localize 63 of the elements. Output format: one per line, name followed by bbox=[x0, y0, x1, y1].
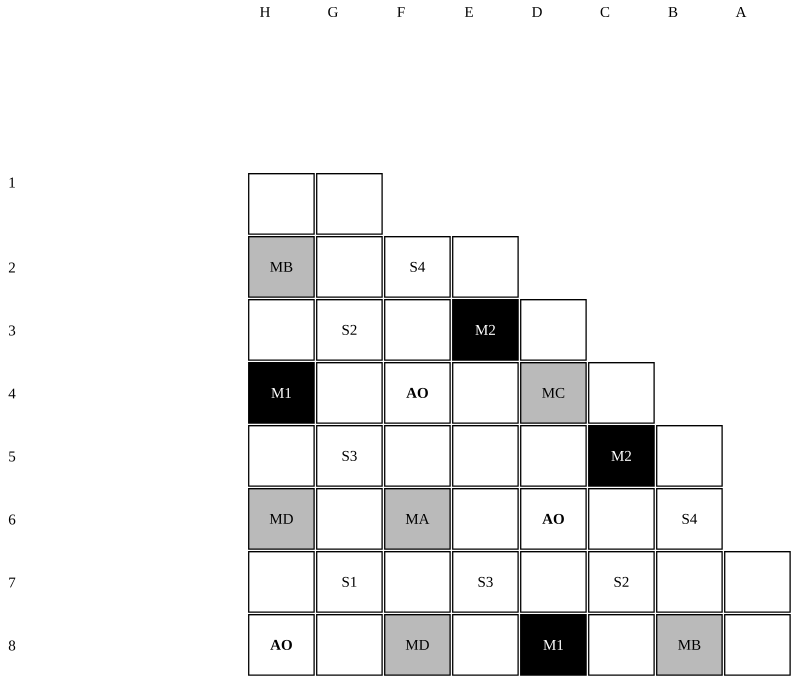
column-label: H bbox=[260, 7, 270, 17]
grid-cell bbox=[248, 299, 315, 361]
grid-cell bbox=[724, 614, 791, 676]
row-label: 2 bbox=[8, 262, 15, 272]
column-label: A bbox=[736, 7, 746, 17]
column-label: D bbox=[532, 7, 542, 17]
grid-cell: M1 bbox=[248, 362, 315, 424]
grid-cell: S4 bbox=[384, 236, 451, 298]
grid-cell: M1 bbox=[520, 614, 587, 676]
grid-cell bbox=[656, 551, 723, 613]
grid-cell bbox=[520, 425, 587, 487]
grid-cell: S1 bbox=[316, 551, 383, 613]
grid-cell: MD bbox=[248, 488, 315, 550]
grid-cell bbox=[520, 551, 587, 613]
row-label: 6 bbox=[8, 514, 16, 525]
column-label: F bbox=[397, 7, 405, 17]
row-label: 8 bbox=[8, 640, 16, 651]
grid-cell: S2 bbox=[588, 551, 655, 613]
column-label: E bbox=[464, 7, 473, 17]
grid-cell bbox=[588, 488, 655, 550]
grid-cell: AO bbox=[248, 614, 315, 676]
grid-cell: MA bbox=[384, 488, 451, 550]
row-label: 7 bbox=[9, 578, 16, 588]
grid-cell bbox=[588, 362, 655, 424]
grid-cell bbox=[316, 236, 383, 298]
grid-cell: MB bbox=[656, 614, 723, 676]
grid-cell bbox=[452, 488, 519, 550]
grid-cell bbox=[316, 614, 383, 676]
row-label: 1 bbox=[10, 178, 15, 188]
grid-cell: AO bbox=[384, 362, 451, 424]
column-label: B bbox=[668, 7, 678, 17]
grid-cell: M2 bbox=[452, 299, 519, 361]
grid-cell: AO bbox=[520, 488, 587, 550]
grid-cell: MC bbox=[520, 362, 587, 424]
grid-cell: S2 bbox=[316, 299, 383, 361]
grid-cell: S3 bbox=[316, 425, 383, 487]
grid-cell bbox=[724, 551, 791, 613]
row-label: 3 bbox=[8, 325, 16, 336]
grid-cell: MB bbox=[248, 236, 315, 298]
grid-cell bbox=[248, 425, 315, 487]
column-label: G bbox=[328, 6, 338, 18]
grid-cell bbox=[520, 299, 587, 361]
grid-cell bbox=[316, 173, 383, 235]
grid-cell bbox=[316, 362, 383, 424]
grid-cell bbox=[316, 488, 383, 550]
grid-cell bbox=[384, 551, 451, 613]
grid-cell bbox=[452, 236, 519, 298]
grid-cell bbox=[384, 425, 451, 487]
grid-cell bbox=[656, 425, 723, 487]
grid-cell bbox=[384, 299, 451, 361]
column-label: C bbox=[600, 6, 610, 18]
grid-cell bbox=[248, 173, 315, 235]
grid-cell: S4 bbox=[656, 488, 723, 550]
grid-cell: M2 bbox=[588, 425, 655, 487]
grid-cell bbox=[452, 362, 519, 424]
grid-cell bbox=[452, 614, 519, 676]
row-label: 4 bbox=[8, 388, 16, 398]
grid-cell: S3 bbox=[452, 551, 519, 613]
row-label: 5 bbox=[9, 452, 16, 462]
grid-cell: MD bbox=[384, 614, 451, 676]
grid-cell bbox=[452, 425, 519, 487]
grid-cell bbox=[588, 614, 655, 676]
grid-cell bbox=[248, 551, 315, 613]
